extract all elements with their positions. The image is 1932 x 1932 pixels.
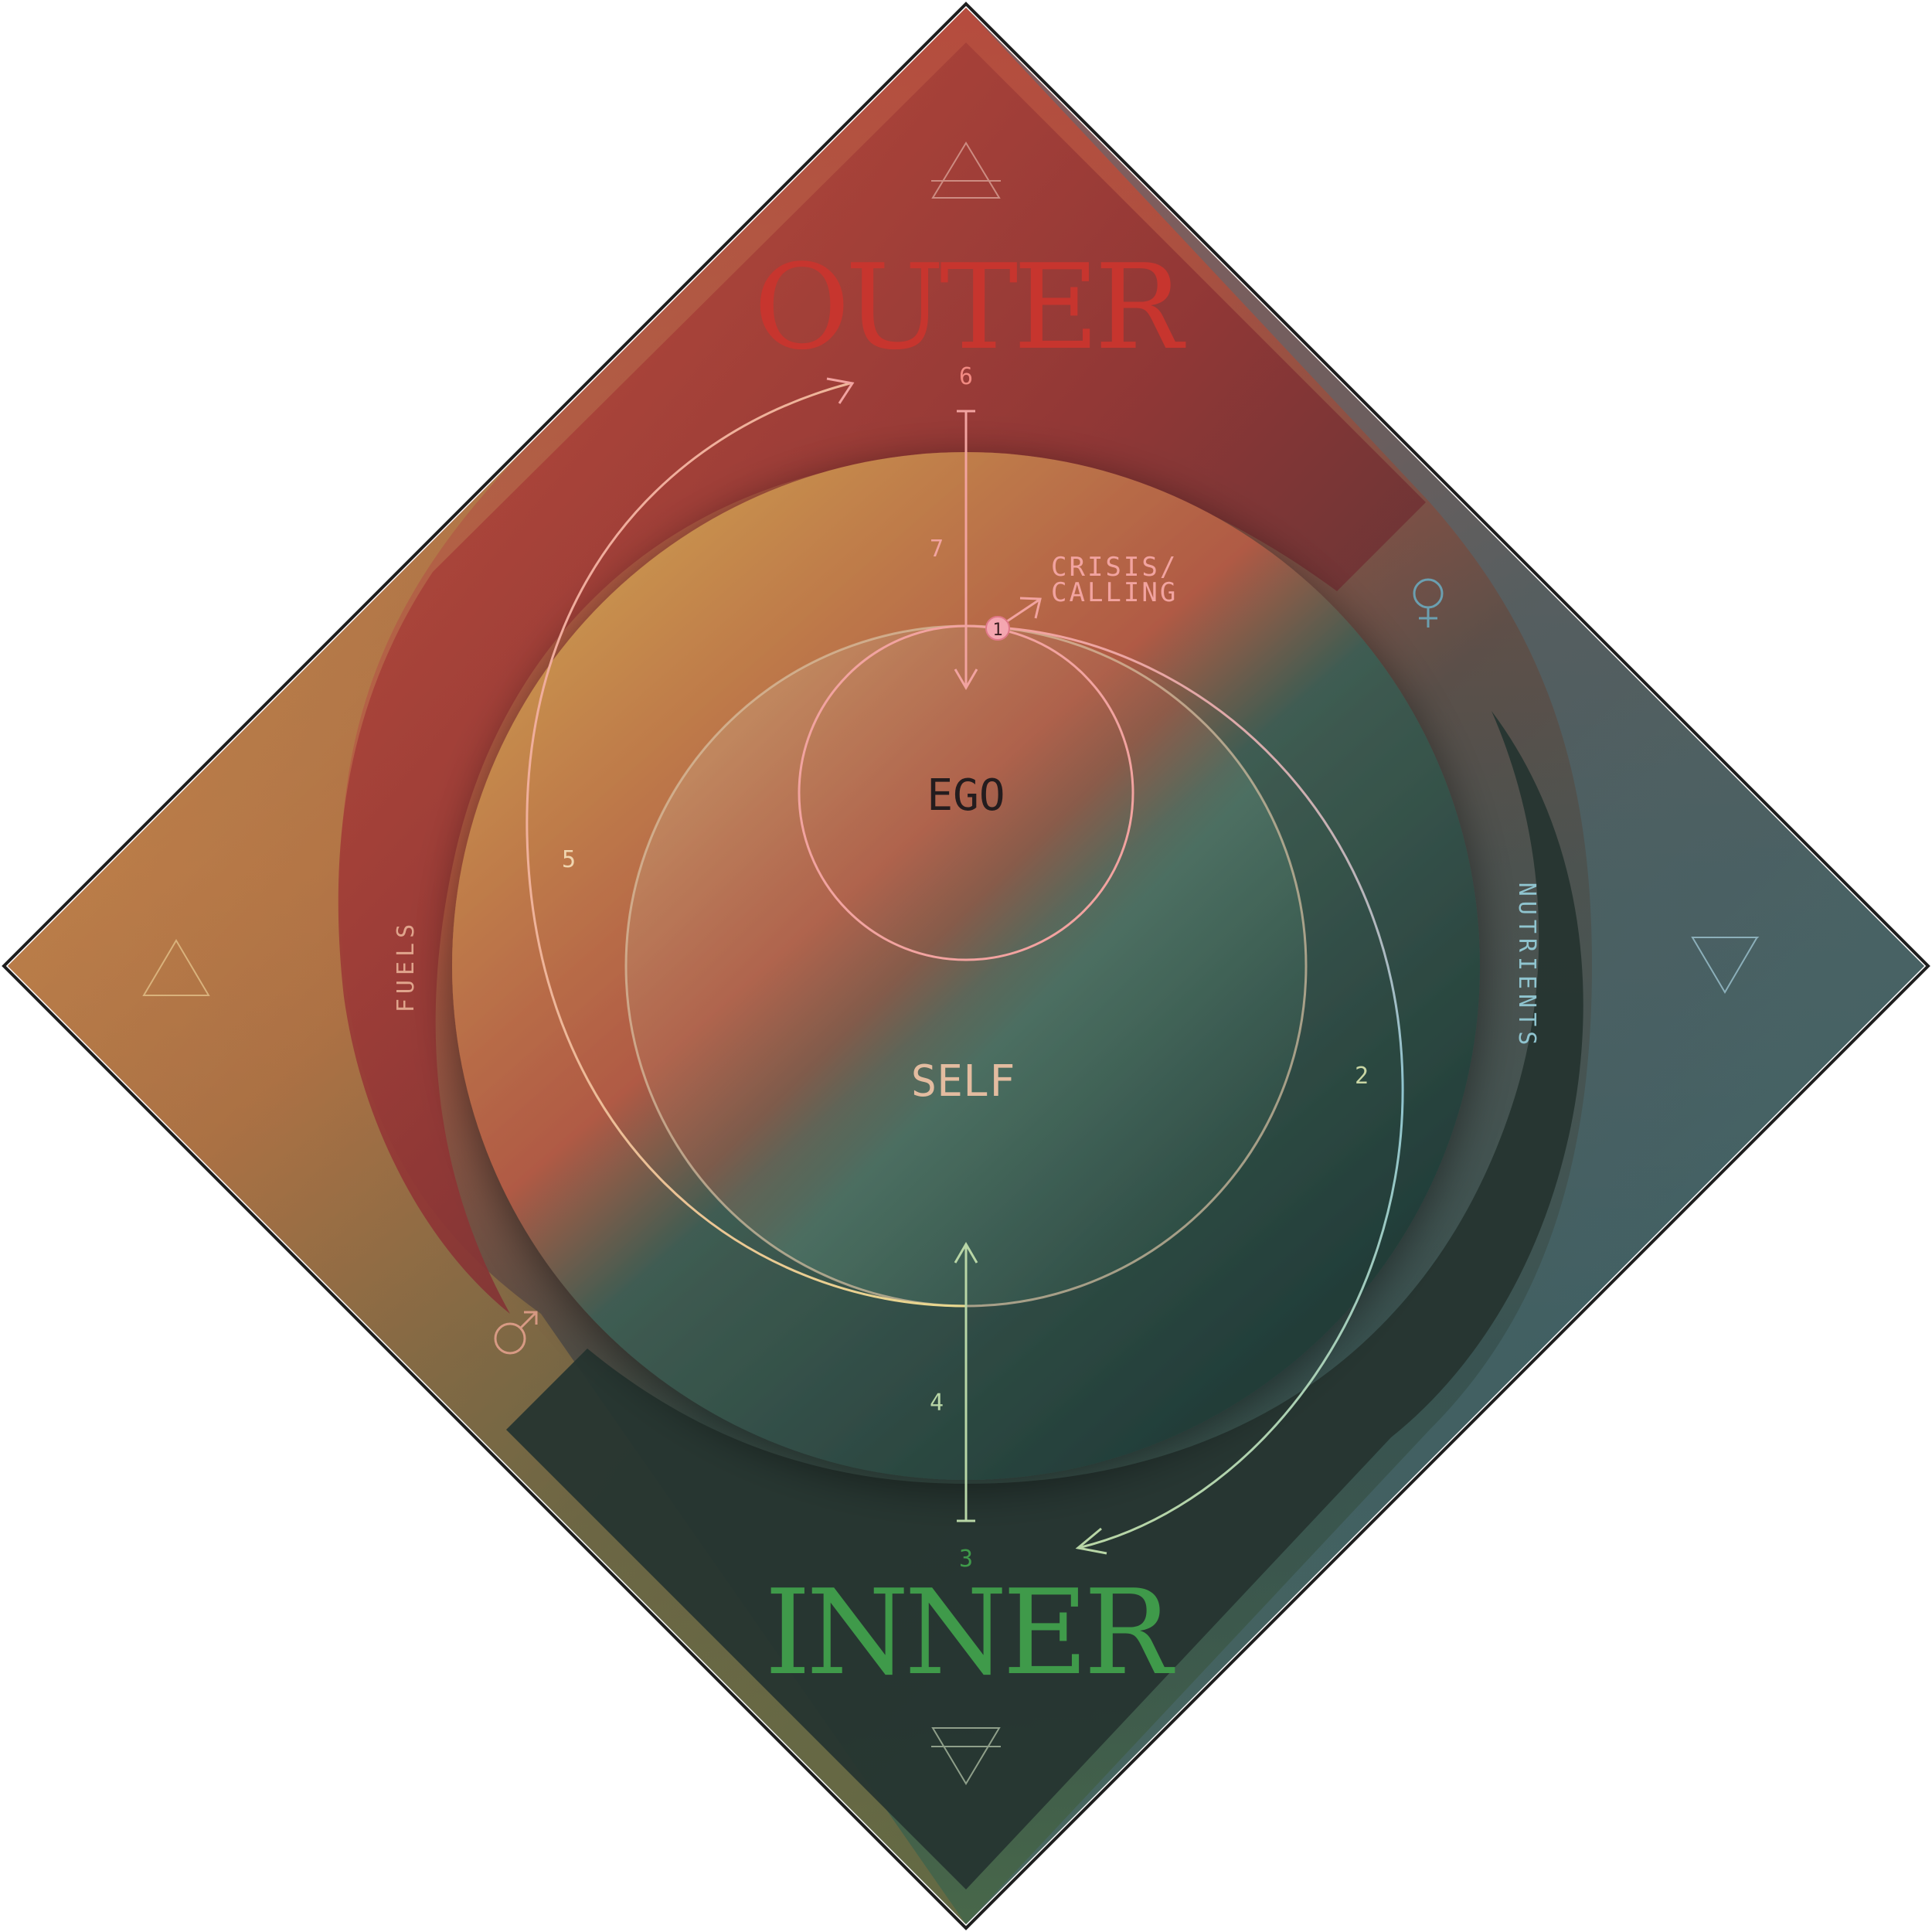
crisis-label-line2: CALLING xyxy=(1051,577,1178,608)
crisis-arrow xyxy=(1004,597,1042,624)
step-4-label: 4 xyxy=(930,1389,944,1417)
fire-symbol-icon xyxy=(142,939,210,996)
nutrients-label: NUTRIENTS xyxy=(1513,883,1540,1050)
step-6-label: 6 xyxy=(959,363,973,390)
step-3-label: 3 xyxy=(959,1546,973,1573)
outer-title: OUTER xyxy=(753,239,1186,376)
step-1-marker xyxy=(985,616,1010,641)
ascent-vertical-arrow xyxy=(954,1242,978,1522)
water-symbol-icon xyxy=(1691,937,1760,994)
self-label: SELF xyxy=(911,1056,1015,1107)
ego-label: EGO xyxy=(927,770,1005,821)
step-1-label: 1 xyxy=(992,621,1002,640)
journey-path-descent xyxy=(998,626,1404,1549)
return-arrowhead xyxy=(826,377,855,404)
mars-symbol-icon xyxy=(494,1311,538,1355)
step-2-label: 2 xyxy=(1355,1063,1369,1090)
journey-path-return xyxy=(526,382,967,1308)
fuels-label: FUELS xyxy=(393,920,420,1012)
air-symbol-icon xyxy=(931,141,1001,199)
crisis-label-line1: CRISIS/ xyxy=(1051,552,1178,583)
step-7-label: 7 xyxy=(930,536,944,563)
inner-title: INNER xyxy=(764,1564,1175,1701)
venus-symbol-icon xyxy=(1413,578,1444,628)
descent-vertical-arrow xyxy=(954,410,978,690)
step-5-label: 5 xyxy=(562,846,576,873)
self-circle xyxy=(624,624,1308,1308)
earth-symbol-icon xyxy=(931,1727,1001,1785)
descent-arrowhead xyxy=(1075,1527,1107,1555)
